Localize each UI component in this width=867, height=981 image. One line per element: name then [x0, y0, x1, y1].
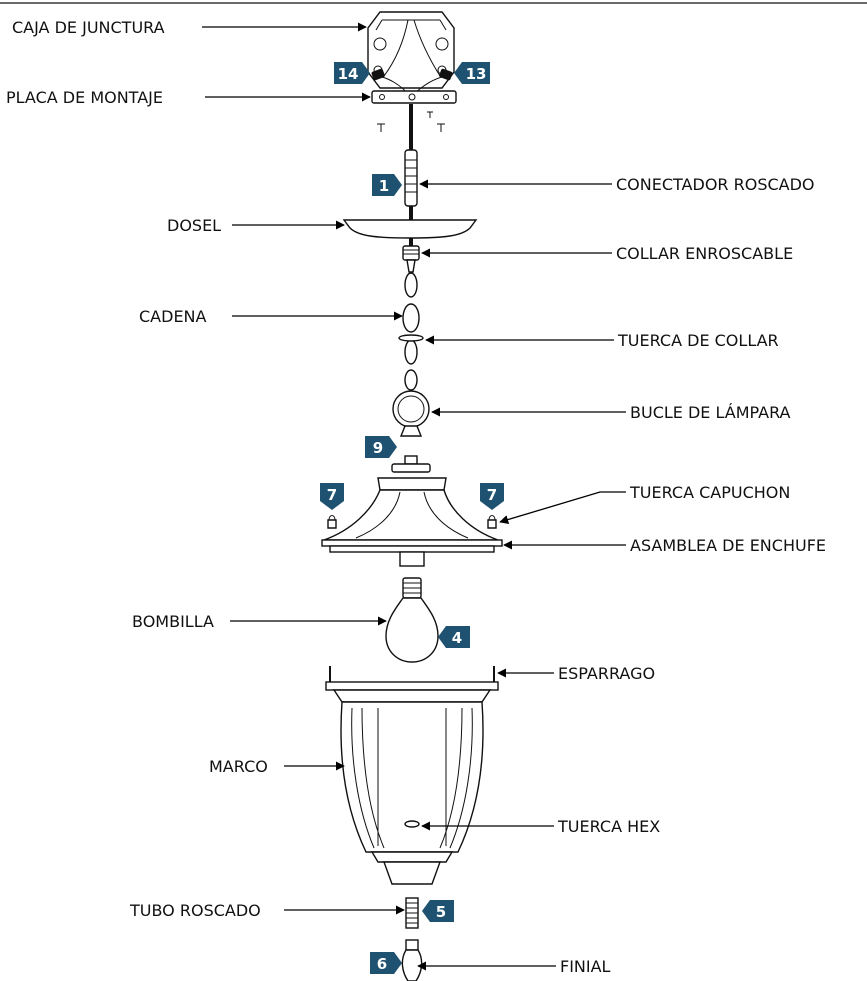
label-threaded-tube: TUBO ROSCADO [129, 901, 261, 920]
bulb-drawing [385, 577, 439, 663]
label-socket-assembly: ASAMBLEA DE ENCHUFE [630, 536, 826, 555]
badge-7-right: 7 [480, 483, 504, 510]
label-mounting-plate: PLACA DE MONTAJE [6, 88, 163, 107]
leader-cap-nut [499, 491, 626, 525]
finial-drawing [401, 939, 423, 981]
svg-text:5: 5 [436, 903, 446, 921]
label-hex-nut: TUERCA HEX [557, 817, 660, 836]
svg-text:1: 1 [379, 177, 389, 195]
svg-text:14: 14 [338, 65, 359, 83]
label-cap-nut: TUERCA CAPUCHON [629, 483, 790, 502]
svg-text:4: 4 [452, 629, 462, 647]
label-finial: FINIAL [560, 957, 611, 976]
badge-13: 13 [454, 62, 490, 84]
label-junction-box: CAJA DE JUNCTURA [12, 18, 165, 37]
badge-7-left: 7 [320, 483, 344, 510]
threaded-collar-drawing [402, 245, 420, 273]
label-collar-nut: TUERCA DE COLLAR [617, 331, 779, 350]
label-canopy: DOSEL [167, 216, 221, 235]
badge-9: 9 [365, 436, 397, 458]
collar-nut-drawing [398, 334, 424, 342]
label-frame: MARCO [209, 757, 268, 776]
badge-5: 5 [422, 900, 454, 922]
svg-text:6: 6 [377, 955, 387, 973]
svg-text:7: 7 [487, 486, 497, 504]
svg-text:7: 7 [327, 486, 337, 504]
label-bulb: BOMBILLA [132, 612, 214, 631]
mounting-plate-drawing [371, 90, 457, 132]
canopy-drawing [342, 219, 478, 239]
svg-text:9: 9 [373, 439, 383, 457]
socket-assembly-drawing [321, 455, 503, 567]
label-threaded-connector: CONECTADOR ROSCADO [616, 175, 815, 194]
badge-1: 1 [372, 174, 402, 196]
label-chain: CADENA [139, 307, 207, 326]
lamp-loop-drawing [392, 390, 430, 437]
svg-text:13: 13 [466, 65, 487, 83]
threaded-tube-drawing [405, 897, 419, 929]
label-threaded-collar: COLLAR ENROSCABLE [616, 244, 793, 263]
chain-drawing [402, 272, 420, 391]
badge-14: 14 [334, 62, 370, 84]
label-lamp-loop: BUCLE DE LÁMPARA [630, 403, 791, 422]
frame-drawing [325, 666, 499, 885]
junction-box-drawing [367, 11, 455, 89]
badge-4: 4 [438, 626, 470, 648]
label-stud: ESPARRAGO [558, 664, 655, 683]
badge-6: 6 [370, 952, 402, 974]
wires [371, 68, 453, 97]
